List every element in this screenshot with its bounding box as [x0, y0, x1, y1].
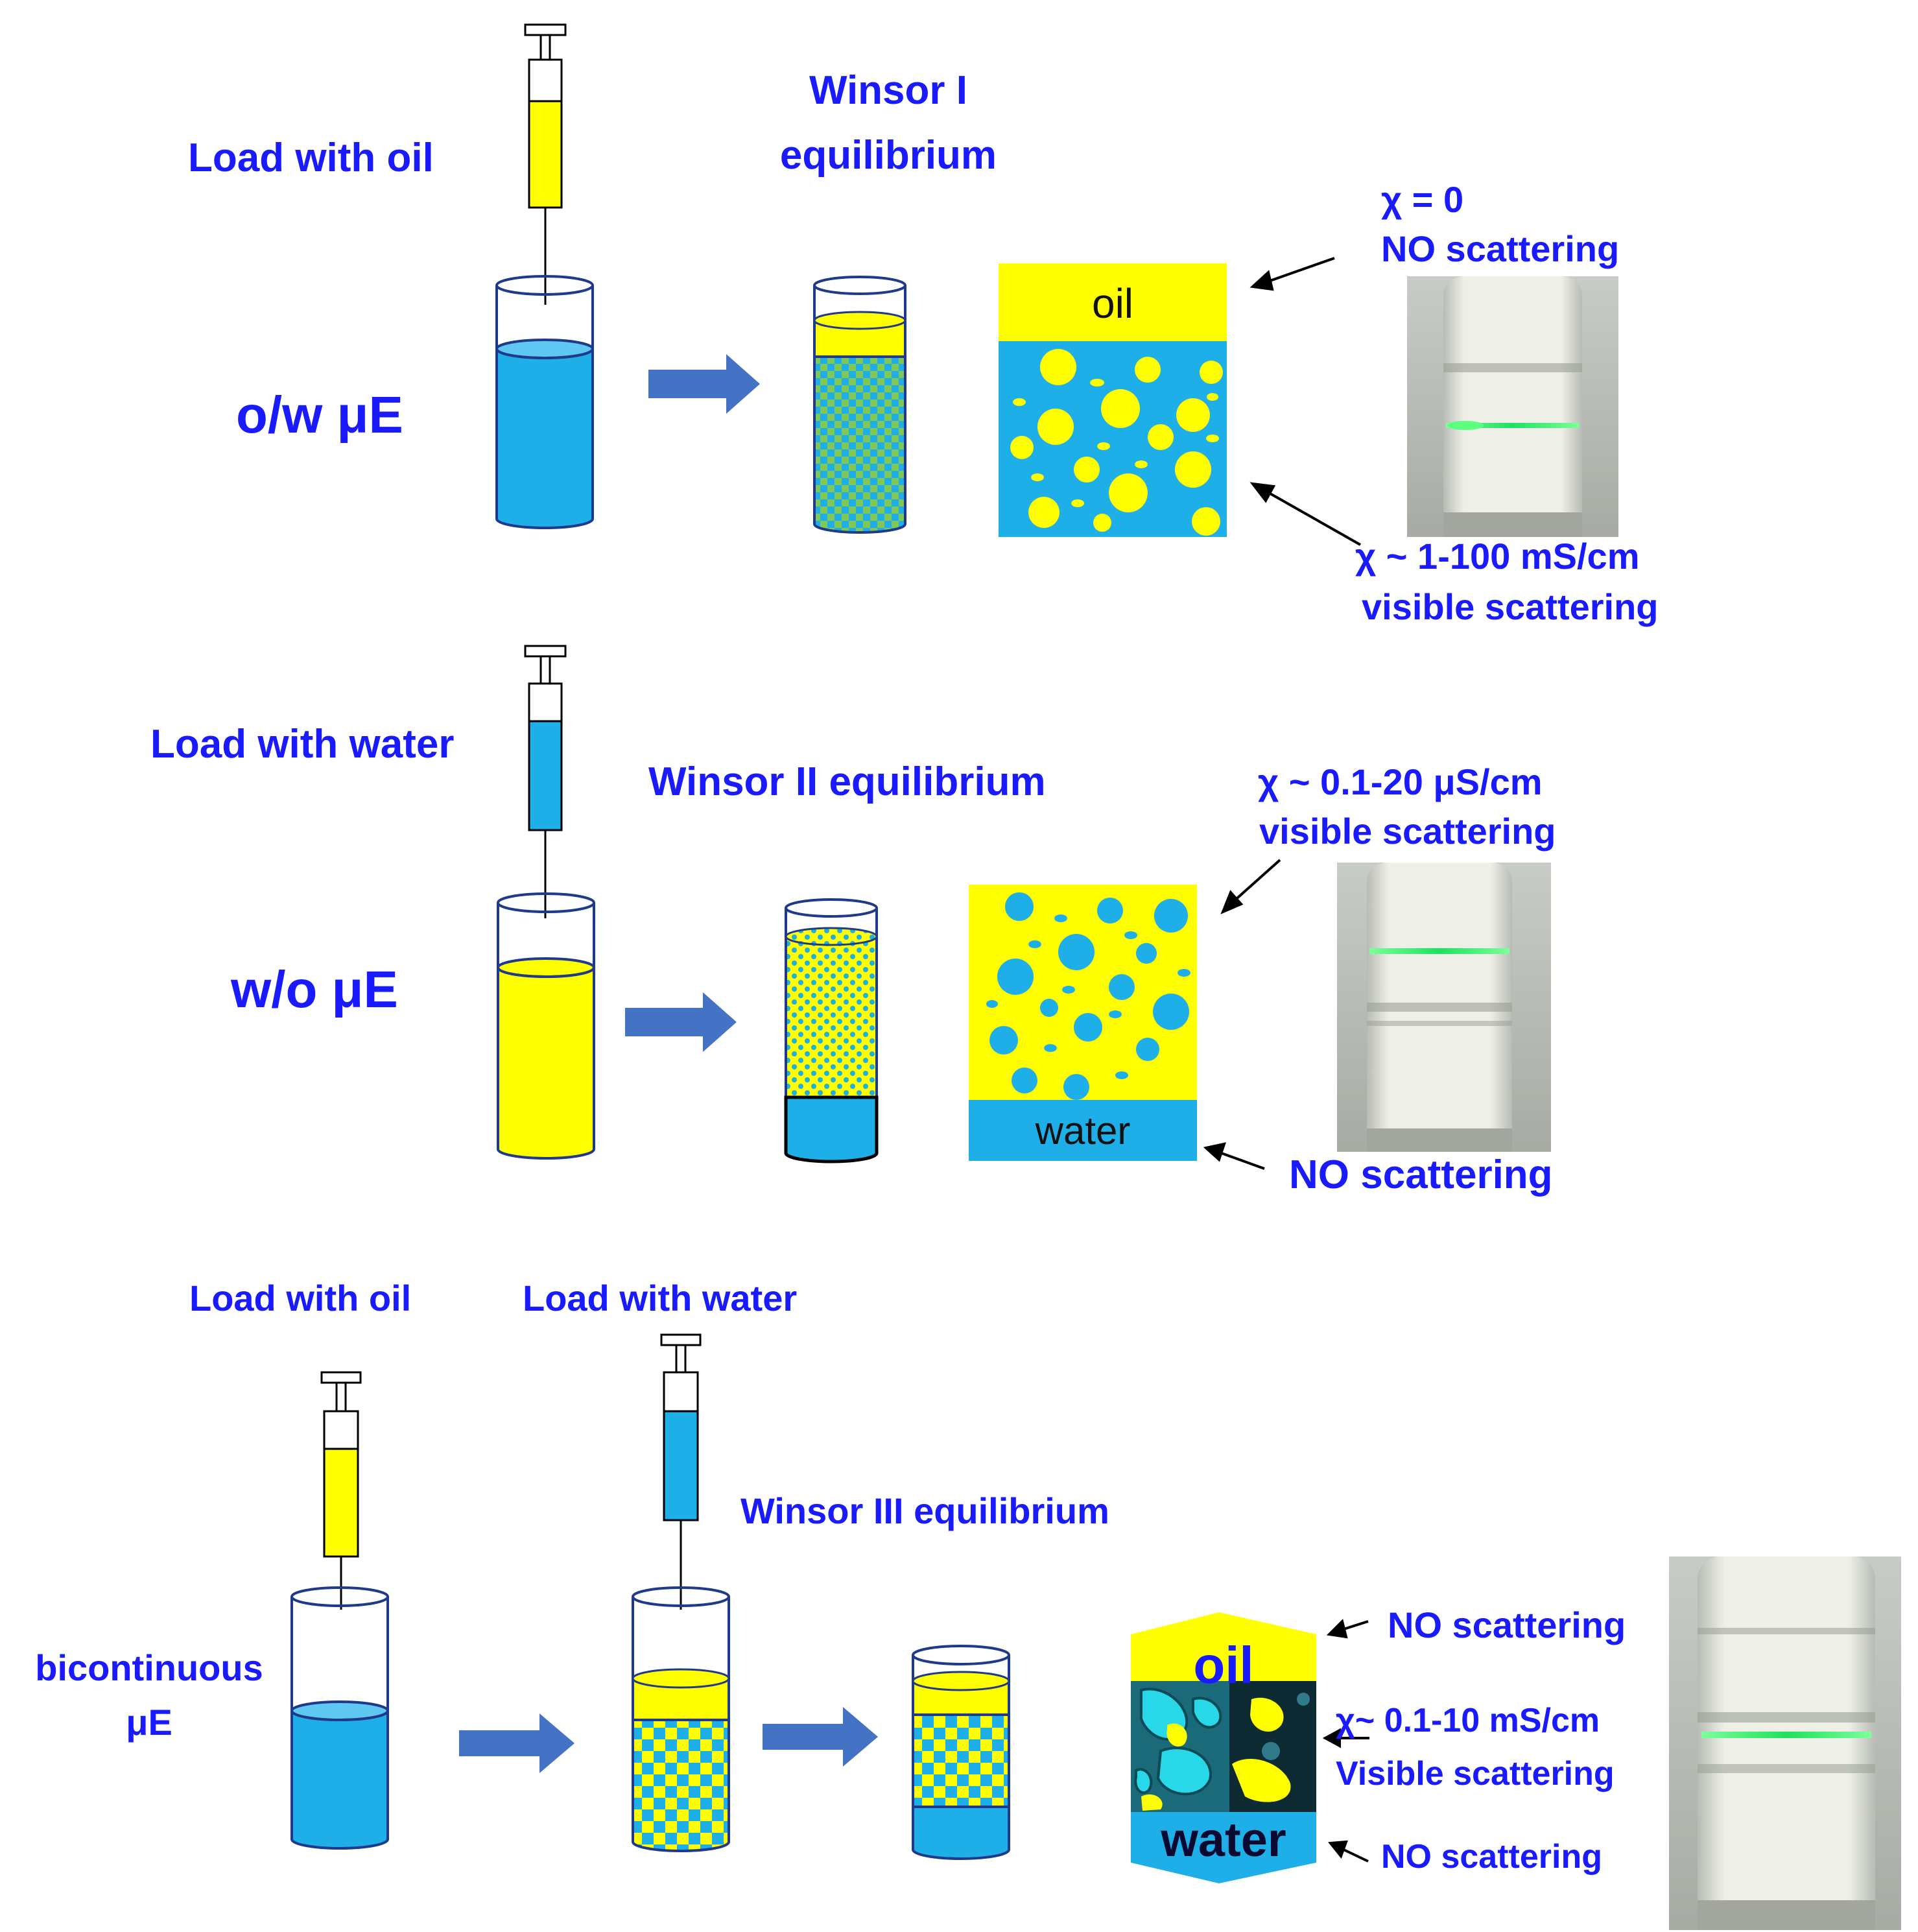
row2-pointer-arrows: [1203, 859, 1281, 1170]
row3-photo: [1669, 1556, 1901, 1930]
row1-microstructure-box: [999, 263, 1227, 537]
row1-arrow: [648, 354, 760, 414]
row2-emulsion-label: w/o μE: [231, 960, 398, 1018]
row3-annotation-bottom: NO scattering: [1381, 1838, 1602, 1876]
row3-syringe1-label: Load with oil: [189, 1278, 412, 1318]
row2-top-annotation-line2: visible scattering: [1259, 811, 1556, 852]
row2-vial-wo: [497, 892, 595, 1160]
row3-box-top-label: oil: [1193, 1636, 1254, 1694]
row1-bottom-annotation-line1: χ ~ 1-100 mS/cm: [1355, 536, 1640, 577]
row3-syringe-oil: [320, 1371, 362, 1610]
row3-vial-mixed: [632, 1586, 730, 1852]
row3-box-bottom-label: water: [1161, 1813, 1286, 1866]
row2-vial-winsor2: [784, 898, 879, 1163]
row1-emulsion-label: o/w μE: [236, 386, 403, 444]
row1-equilibrium-title-line1: Winsor I: [809, 68, 967, 113]
row2-syringe: [524, 645, 567, 918]
row1-syringe: [524, 23, 567, 305]
row1-equilibrium-title-line2: equilibrium: [779, 133, 997, 178]
row3-emulsion-label-line2: μE: [126, 1702, 172, 1743]
row1-vial-winsor1: [813, 276, 906, 534]
row3-pointer-arrows: [1322, 1619, 1369, 1863]
row1-photo: [1407, 276, 1618, 537]
row3-annotation-middle-line2: Visible scattering: [1336, 1755, 1615, 1793]
row2-syringe-label: Load with water: [150, 722, 455, 767]
row1-bottom-annotation-line2: visible scattering: [1362, 586, 1659, 627]
row2-microstructure-box: [969, 885, 1197, 1161]
row1-pointer-arrows: [1249, 257, 1361, 546]
row2-photo: [1337, 863, 1551, 1152]
row2-arrow: [625, 992, 737, 1052]
row1-syringe-label: Load with oil: [188, 136, 434, 180]
row3-equilibrium-title: Winsor III equilibrium: [740, 1490, 1109, 1531]
row3-annotation-top: NO scattering: [1388, 1604, 1626, 1645]
row2-box-phase-label: water: [1035, 1109, 1131, 1152]
row3-syringe-water: [660, 1333, 702, 1610]
row2-top-annotation-line1: χ ~ 0.1-20 μS/cm: [1258, 761, 1543, 802]
row3-annotation-middle-line1: χ~ 0.1-10 mS/cm: [1336, 1702, 1600, 1739]
row3-syringe2-label: Load with water: [523, 1278, 798, 1318]
row3-arrow-1: [459, 1713, 574, 1773]
row3-emulsion-label-line1: bicontinuous: [35, 1647, 263, 1688]
row1-vial-ow: [495, 275, 594, 529]
row3-bicontinuous-structure: [1131, 1612, 1316, 1883]
row2-equilibrium-title: Winsor II equilibrium: [648, 759, 1046, 804]
row1-box-phase-label: oil: [1091, 280, 1134, 327]
row1-top-annotation-line1: χ = 0: [1381, 179, 1464, 220]
row2-bottom-annotation: NO scattering: [1289, 1152, 1553, 1197]
row3-arrow-2: [763, 1707, 878, 1767]
row3-vial-winsor3: [912, 1645, 1010, 1860]
row3-vial-bicontinuous: [290, 1586, 389, 1850]
row1-top-annotation-line2: NO scattering: [1381, 228, 1620, 269]
